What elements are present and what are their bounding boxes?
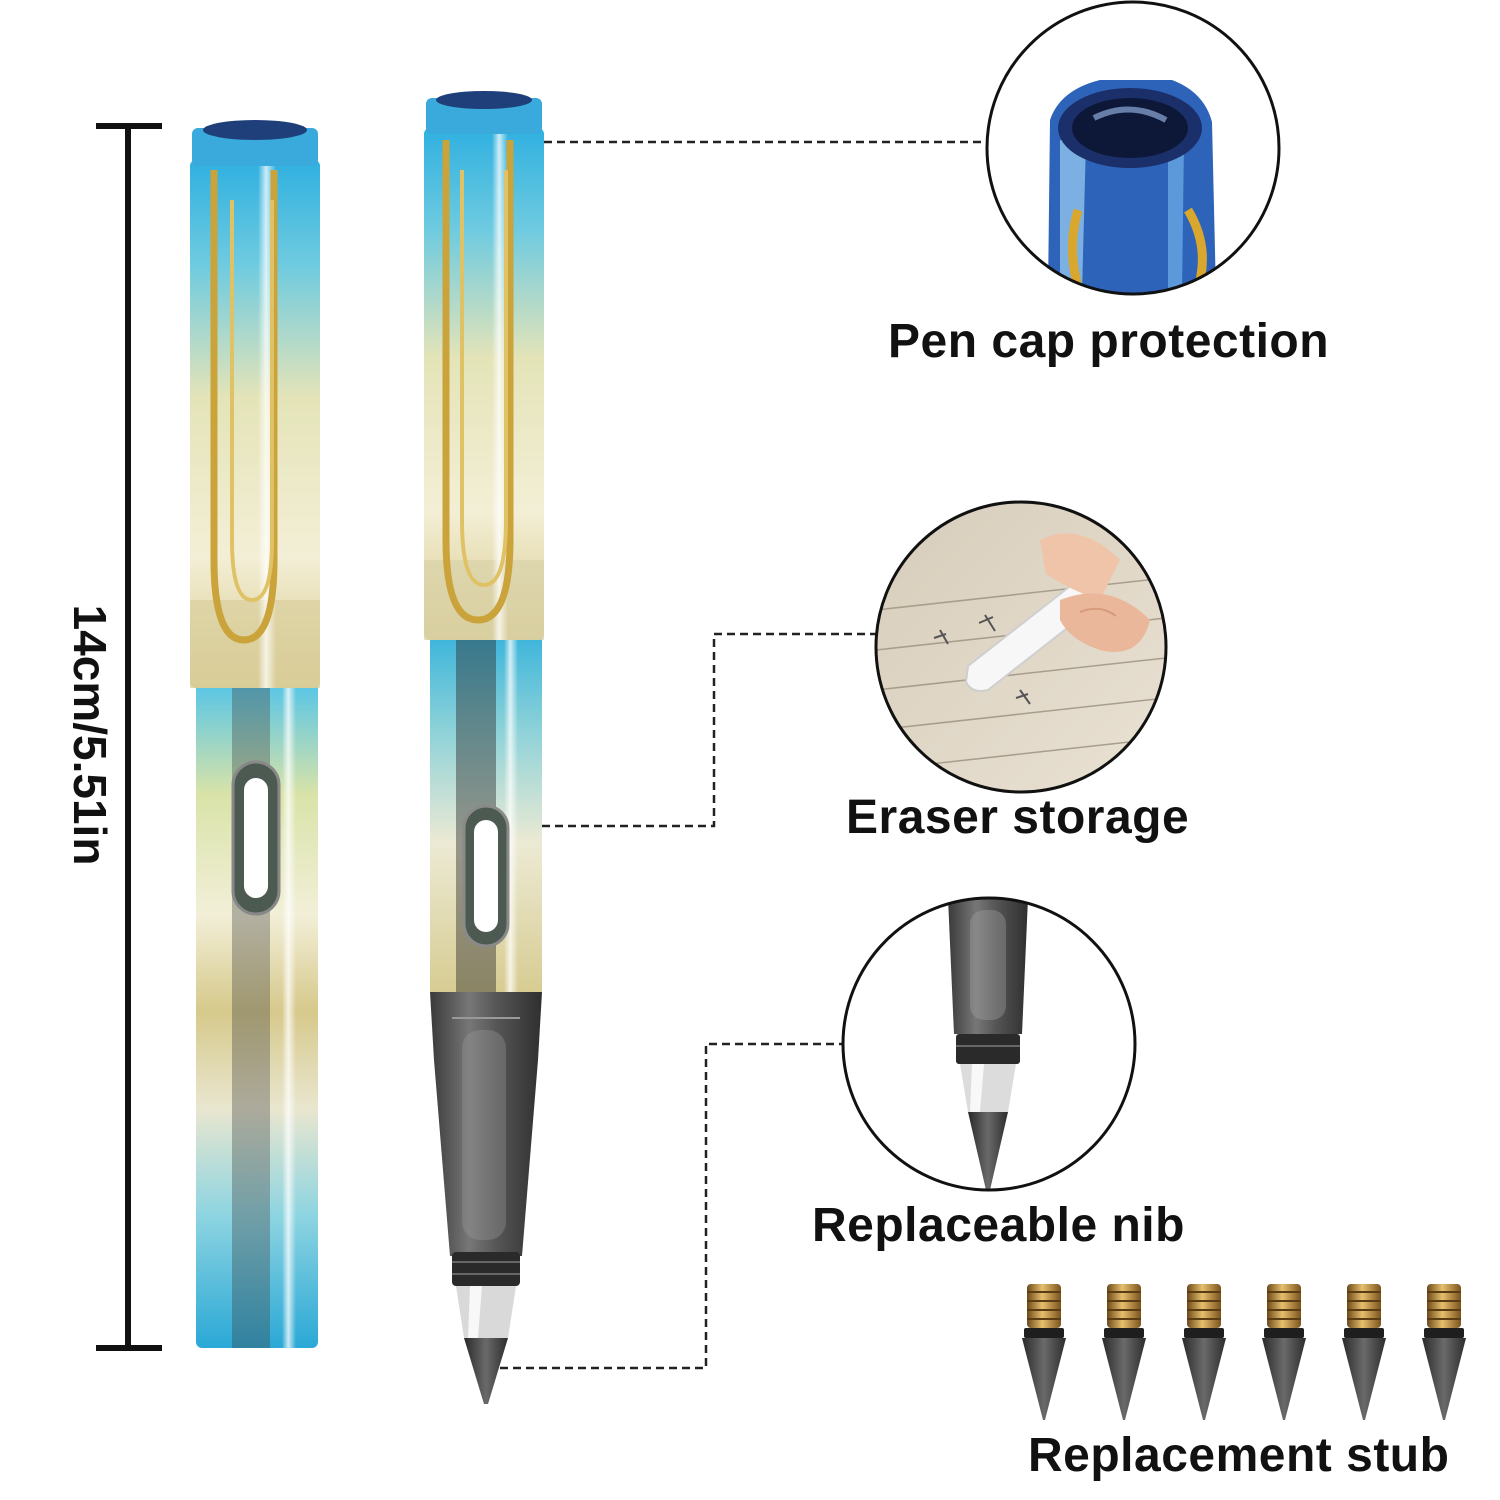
replacement-stub (1102, 1284, 1146, 1420)
open-pen (424, 91, 544, 1404)
replacement-stub (1262, 1284, 1306, 1420)
replacement-stub-label: Replacement stub (1028, 1429, 1450, 1482)
replaceable-nib-label: Replaceable nib (812, 1199, 1185, 1252)
pen-cap-detail-circle (985, 0, 1281, 296)
length-measurement-label: 14cm/5.51in (64, 604, 116, 866)
eraser-detail-circle (874, 500, 1168, 794)
replacement-stub (1182, 1284, 1226, 1420)
replacement-stubs-row (1022, 1284, 1466, 1420)
pen-cap-protection-label: Pen cap protection (888, 315, 1330, 368)
callout-leader-lines (500, 140, 988, 1370)
replacement-stub (1422, 1284, 1466, 1420)
replacement-stub (1342, 1284, 1386, 1420)
replacement-stub (1022, 1284, 1066, 1420)
eraser-storage-label: Eraser storage (846, 791, 1190, 844)
length-dimension-bar (96, 123, 162, 1351)
capped-pen (190, 120, 320, 1348)
nib-detail-circle (841, 896, 1137, 1192)
